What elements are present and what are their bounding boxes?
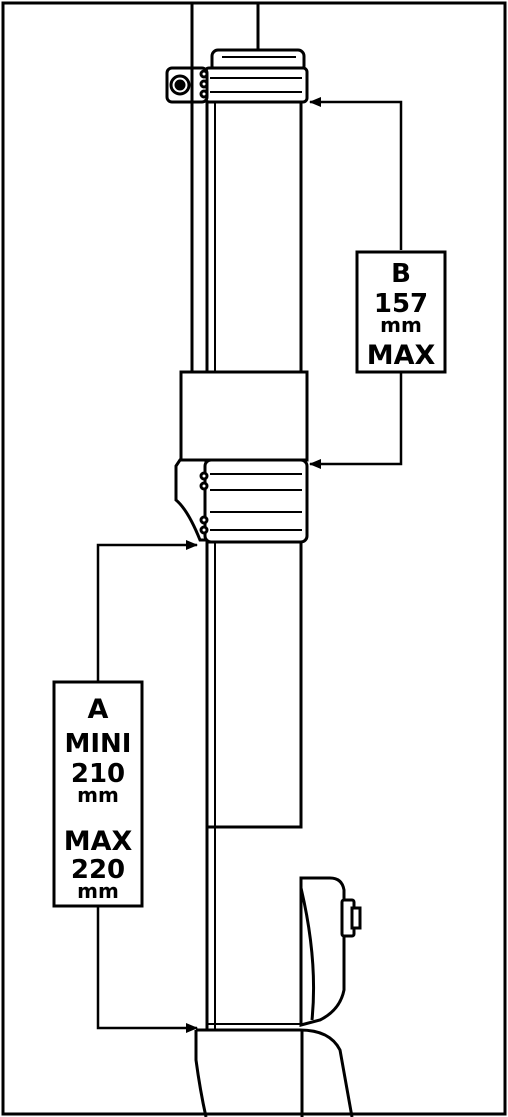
dimension-b-letter: B — [391, 259, 411, 289]
dimension-a-box — [52, 680, 144, 908]
upper-tube — [205, 100, 303, 374]
dimension-b-unit: mm — [380, 313, 422, 337]
dimension-a-letter: A — [88, 694, 109, 725]
lower-tube — [205, 540, 303, 1030]
dimension-a-max-value: 220 — [71, 855, 125, 885]
dimension-a-min-unit: mm — [77, 783, 119, 807]
dimension-a-min-label: MINI — [65, 729, 132, 759]
dimension-b-value: 157 — [374, 289, 428, 319]
saddle-clamp-head — [165, 48, 309, 104]
dimension-a-lines — [96, 540, 198, 1033]
dimension-a-max-unit: mm — [77, 879, 119, 903]
dimension-b-label: B 157 mm MAX — [355, 250, 447, 374]
lower-head — [174, 458, 309, 544]
dimension-a-min-value: 210 — [71, 759, 125, 789]
dimension-b-lines — [309, 97, 403, 469]
dimension-b-box — [355, 250, 447, 374]
frame-seat-clamp — [194, 876, 362, 1117]
collar — [179, 370, 309, 462]
dimension-b-qualifier: MAX — [367, 340, 436, 371]
dimension-a-max-label: MAX — [64, 826, 133, 857]
saddle-rail-lines — [190, 3, 260, 68]
dimension-a-label: A MINI 210 mm MAX 220 mm — [52, 680, 144, 908]
